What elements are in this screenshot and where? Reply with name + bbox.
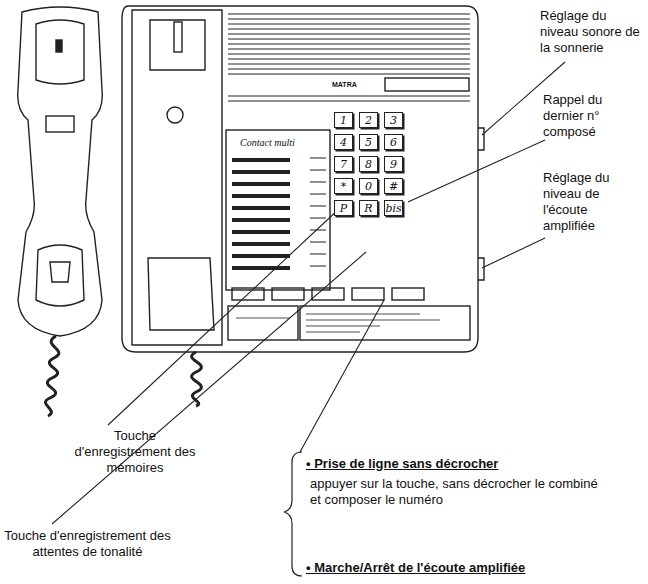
keypad-key: 3	[384, 112, 403, 128]
feature-description: appuyer sur la touche, sans décrocher le…	[310, 476, 610, 508]
keypad-key: R	[359, 200, 378, 216]
key-label: 2	[365, 114, 372, 127]
handset-clip	[46, 116, 74, 132]
mouthpiece	[36, 245, 84, 306]
bottom-panel-left	[228, 306, 298, 340]
key-label: *	[341, 180, 347, 193]
keypad-key: 7	[334, 156, 353, 172]
key-label: 1	[340, 114, 347, 127]
key-label: bis	[385, 202, 401, 215]
cradle	[132, 10, 222, 345]
key-label: #	[389, 180, 398, 193]
keypad-key: #	[384, 178, 403, 194]
ringer-knob	[478, 128, 484, 150]
key-label: 7	[340, 158, 347, 171]
card-title: Contact multi	[240, 136, 320, 149]
keypad-key: 4	[334, 134, 353, 150]
keypad-key: 8	[359, 156, 378, 172]
key-label: 5	[365, 136, 372, 149]
callout-label: Rappel du dernier n° composé	[543, 92, 623, 140]
keypad-key: *	[334, 178, 353, 194]
brand-logo: MATRA	[332, 80, 382, 90]
keypad-key: 2	[359, 112, 378, 128]
hook-switch	[174, 22, 182, 52]
base-outline	[122, 6, 478, 352]
key-label: 3	[390, 114, 397, 127]
display-window	[385, 78, 469, 91]
callout-label: Réglage du niveau de l'écoute amplifiée	[543, 170, 623, 234]
leader-lines	[52, 62, 565, 524]
key-label: 4	[340, 136, 347, 149]
cradle-circle	[167, 107, 183, 123]
key-label: R	[364, 202, 372, 215]
key-label: 8	[365, 158, 372, 171]
panel-text-lines	[236, 314, 440, 332]
keypad-key: 0	[359, 178, 378, 194]
keypad-key: 6	[384, 134, 403, 150]
feature-heading: • Marche/Arrêt de l'écoute amplifiée	[306, 560, 626, 576]
callout-label: Touche d'enregistrement des mémoires	[70, 428, 200, 476]
keypad-key: bis	[384, 200, 403, 216]
volume-knob	[478, 258, 484, 280]
key-label: 9	[390, 158, 397, 171]
earpiece-hole	[56, 40, 62, 52]
line-cord	[192, 352, 202, 406]
callout-label: Touche d'enregistrement des attentes de …	[0, 528, 175, 560]
handset-cord	[45, 336, 58, 416]
handset	[18, 7, 103, 336]
key-label: P	[340, 202, 347, 215]
keypad-key: 9	[384, 156, 403, 172]
keypad-key: P	[334, 200, 353, 216]
callout-label: Réglage du niveau sonore de la sonnerie	[540, 8, 640, 56]
key-label: 6	[390, 136, 397, 149]
mouthpiece-grid	[50, 262, 70, 282]
memory-card-ticks	[310, 158, 326, 266]
memory-card-lines	[232, 160, 290, 268]
keypad-key: 5	[359, 134, 378, 150]
function-keys	[232, 288, 424, 300]
cradle-cup	[150, 20, 205, 70]
key-label: 0	[365, 180, 372, 193]
keypad-key: 1	[334, 112, 353, 128]
feature-heading: • Prise de ligne sans décrocher	[306, 456, 606, 472]
bracket	[284, 452, 302, 576]
cradle-cup-lower	[148, 258, 214, 330]
speaker-grille	[228, 14, 470, 101]
earpiece	[36, 20, 84, 84]
bottom-panel-right	[300, 306, 470, 340]
